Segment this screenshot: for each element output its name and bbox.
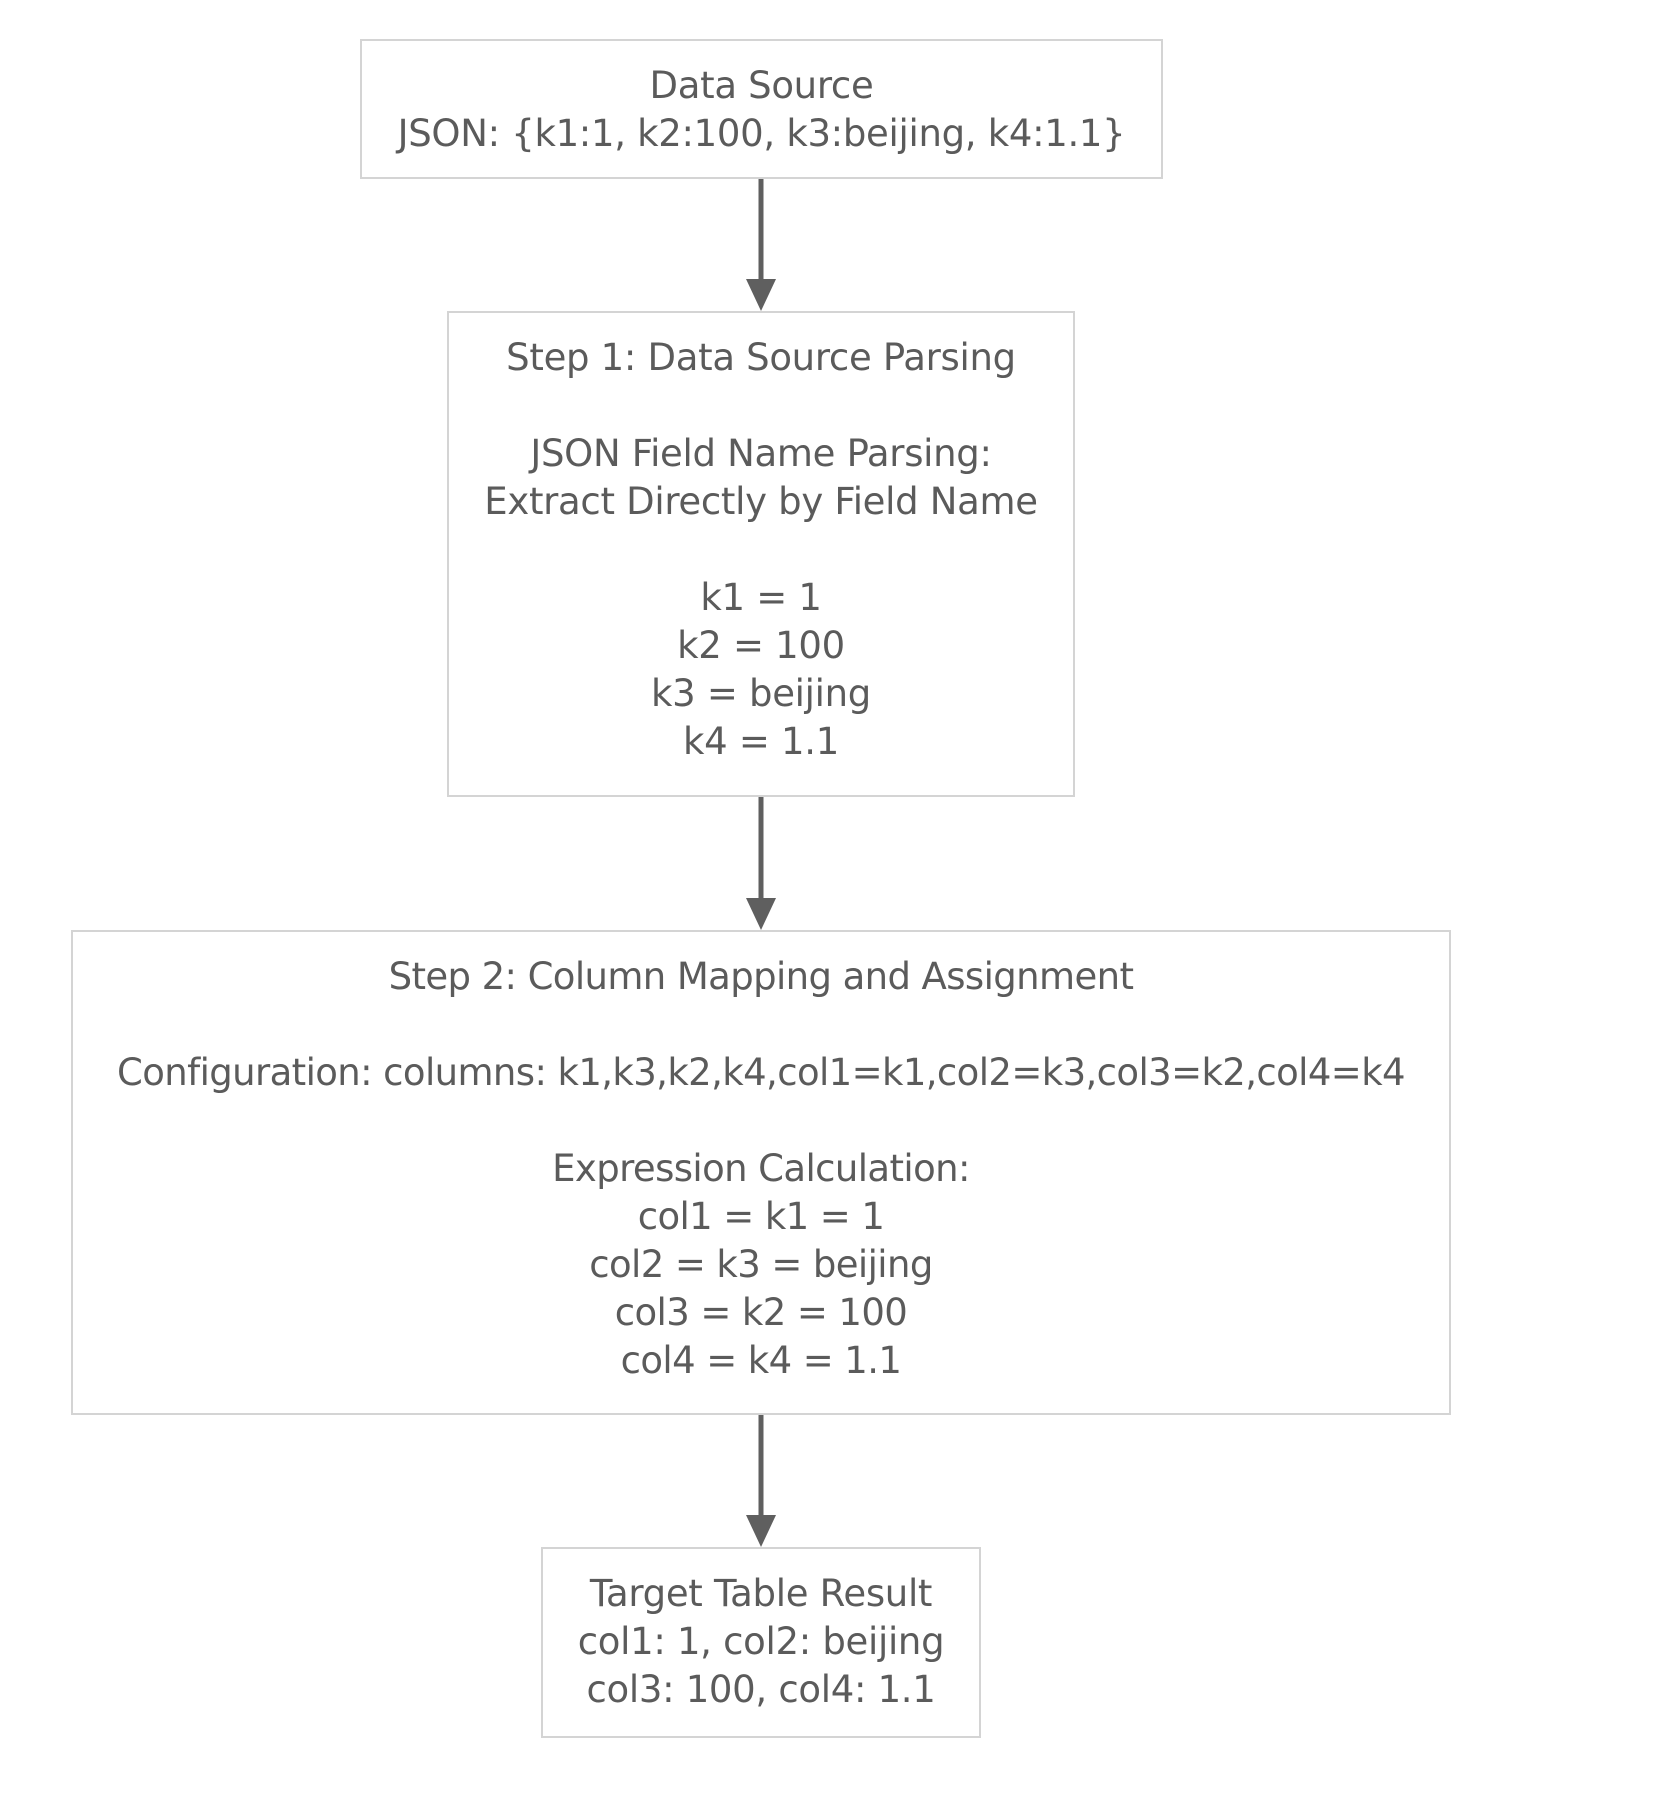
node-label-line: col1: 1, col2: beijing bbox=[577, 1620, 945, 1663]
node-calc-line: col3 = k2 = 100 bbox=[614, 1291, 908, 1334]
node-calc-line: col2 = k3 = beijing bbox=[589, 1243, 933, 1286]
arrowhead-icon bbox=[746, 279, 776, 311]
node-calc-line: col1 = k1 = 1 bbox=[637, 1195, 885, 1238]
node-subtitle-line: Extract Directly by Field Name bbox=[484, 480, 1038, 523]
edge-data-source-to-step1 bbox=[746, 179, 776, 311]
node-value-line: k2 = 100 bbox=[677, 624, 845, 667]
spacer bbox=[73, 1097, 1449, 1145]
node-target-table-result: Target Table Result col1: 1, col2: beiji… bbox=[541, 1547, 981, 1738]
node-step1-data-source-parsing: Step 1: Data Source Parsing JSON Field N… bbox=[447, 311, 1075, 797]
node-step2-column-mapping: Step 2: Column Mapping and Assignment Co… bbox=[71, 930, 1451, 1415]
edge-step2-to-target bbox=[746, 1415, 776, 1547]
arrowhead-icon bbox=[746, 1515, 776, 1547]
node-value-line: k3 = beijing bbox=[651, 672, 871, 715]
node-title: Step 2: Column Mapping and Assignment bbox=[388, 955, 1134, 998]
arrowhead-icon bbox=[746, 898, 776, 930]
node-label-line: Target Table Result bbox=[589, 1572, 933, 1615]
node-subtitle-line: JSON Field Name Parsing: bbox=[530, 432, 992, 475]
node-calc-heading: Expression Calculation: bbox=[552, 1147, 970, 1190]
node-label-line: col3: 100, col4: 1.1 bbox=[586, 1668, 936, 1711]
node-label-line: Data Source bbox=[649, 64, 874, 107]
node-value-line: k1 = 1 bbox=[700, 576, 822, 619]
spacer bbox=[73, 1001, 1449, 1049]
node-value-line: k4 = 1.1 bbox=[683, 720, 839, 763]
node-config-line: Configuration: columns: k1,k3,k2,k4,col1… bbox=[117, 1051, 1406, 1094]
node-calc-line: col4 = k4 = 1.1 bbox=[620, 1339, 902, 1382]
spacer bbox=[449, 526, 1073, 574]
edge-step1-to-step2 bbox=[746, 797, 776, 930]
node-data-source: Data Source JSON: {k1:1, k2:100, k3:beij… bbox=[360, 39, 1163, 179]
node-title: Step 1: Data Source Parsing bbox=[506, 336, 1016, 379]
node-label-line: JSON: {k1:1, k2:100, k3:beijing, k4:1.1} bbox=[397, 112, 1126, 155]
spacer bbox=[449, 382, 1073, 430]
